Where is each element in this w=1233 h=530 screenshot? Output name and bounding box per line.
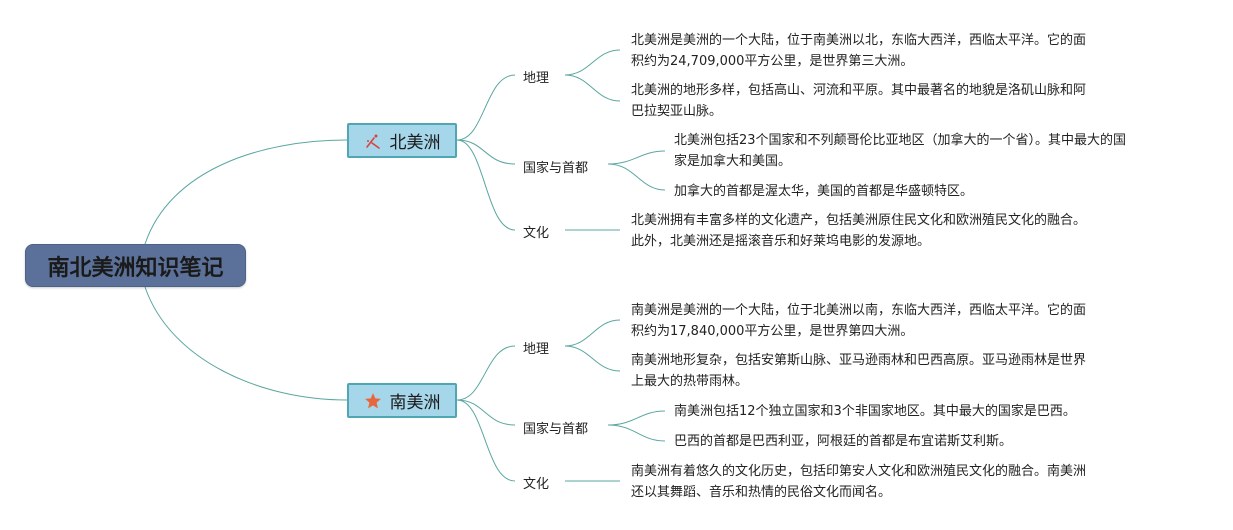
- note-south-countries-1: 南美洲包括12个独立国家和3个非国家地区。其中最大的国家是巴西。: [674, 404, 1076, 419]
- subtopic-north-geography[interactable]: 地理: [523, 71, 550, 86]
- note-north-geo-1: 北美洲是美洲的一个大陆，位于南美洲以北，东临大西洋，西临太平洋。它的面 积约为2…: [631, 33, 1087, 69]
- note-south-geo-1: 南美洲是美洲的一个大陆，位于北美洲以南，东临大西洋，西临太平洋。它的面 积约为1…: [631, 303, 1087, 339]
- link-south-country: [456, 399, 516, 426]
- link-north-culture: [456, 139, 516, 231]
- note-north-countries-2: 加拿大的首都是渥太华，美国的首都是华盛顿特区。: [674, 184, 974, 199]
- note-south-culture-1: 南美洲有着悠久的文化历史，包括印第安人文化和欧洲殖民文化的融合。南美洲 还以其舞…: [631, 464, 1087, 500]
- note-north-geo-2: 北美洲的地形多样，包括高山、河流和平原。其中最著名的地貌是洛矶山脉和阿 巴拉契亚…: [631, 83, 1087, 119]
- link-north-country: [456, 139, 516, 165]
- link-south-culture: [456, 399, 516, 482]
- sparkle-icon: [364, 132, 382, 150]
- root-topic[interactable]: 南北美洲知识笔记: [25, 244, 246, 287]
- link-south-geo: [456, 345, 516, 401]
- subtopic-south-geography[interactable]: 地理: [523, 342, 550, 357]
- branch-south-america[interactable]: 南美洲: [347, 383, 457, 418]
- subtopic-south-culture[interactable]: 文化: [523, 477, 550, 492]
- branch-north-america[interactable]: 北美洲: [347, 123, 457, 158]
- note-north-countries-1: 北美洲包括23个国家和不列颠哥伦比亚地区（加拿大的一个省）。其中最大的国 家是加…: [674, 133, 1127, 169]
- branch-title: 北美洲: [389, 133, 441, 153]
- subtopic-north-countries[interactable]: 国家与首都: [523, 161, 589, 176]
- subtopic-north-culture[interactable]: 文化: [523, 226, 550, 241]
- link-north-geo: [456, 74, 516, 141]
- note-north-culture-1: 北美洲拥有丰富多样的文化遗产，包括美洲原住民文化和欧洲殖民文化的融合。 此外，北…: [631, 213, 1087, 249]
- subtopic-south-countries[interactable]: 国家与首都: [523, 422, 589, 437]
- branch-title: 南美洲: [389, 393, 441, 413]
- link-root-south: [144, 286, 348, 401]
- note-south-countries-2: 巴西的首都是巴西利亚，阿根廷的首都是布宜诺斯艾利斯。: [674, 434, 1013, 449]
- star-icon: [364, 392, 382, 410]
- note-south-geo-2: 南美洲地形复杂，包括安第斯山脉、亚马逊雨林和巴西高原。亚马逊雨林是世界 上最大的…: [631, 353, 1087, 389]
- link-root-north: [144, 139, 348, 245]
- root-title: 南北美洲知识笔记: [47, 255, 224, 281]
